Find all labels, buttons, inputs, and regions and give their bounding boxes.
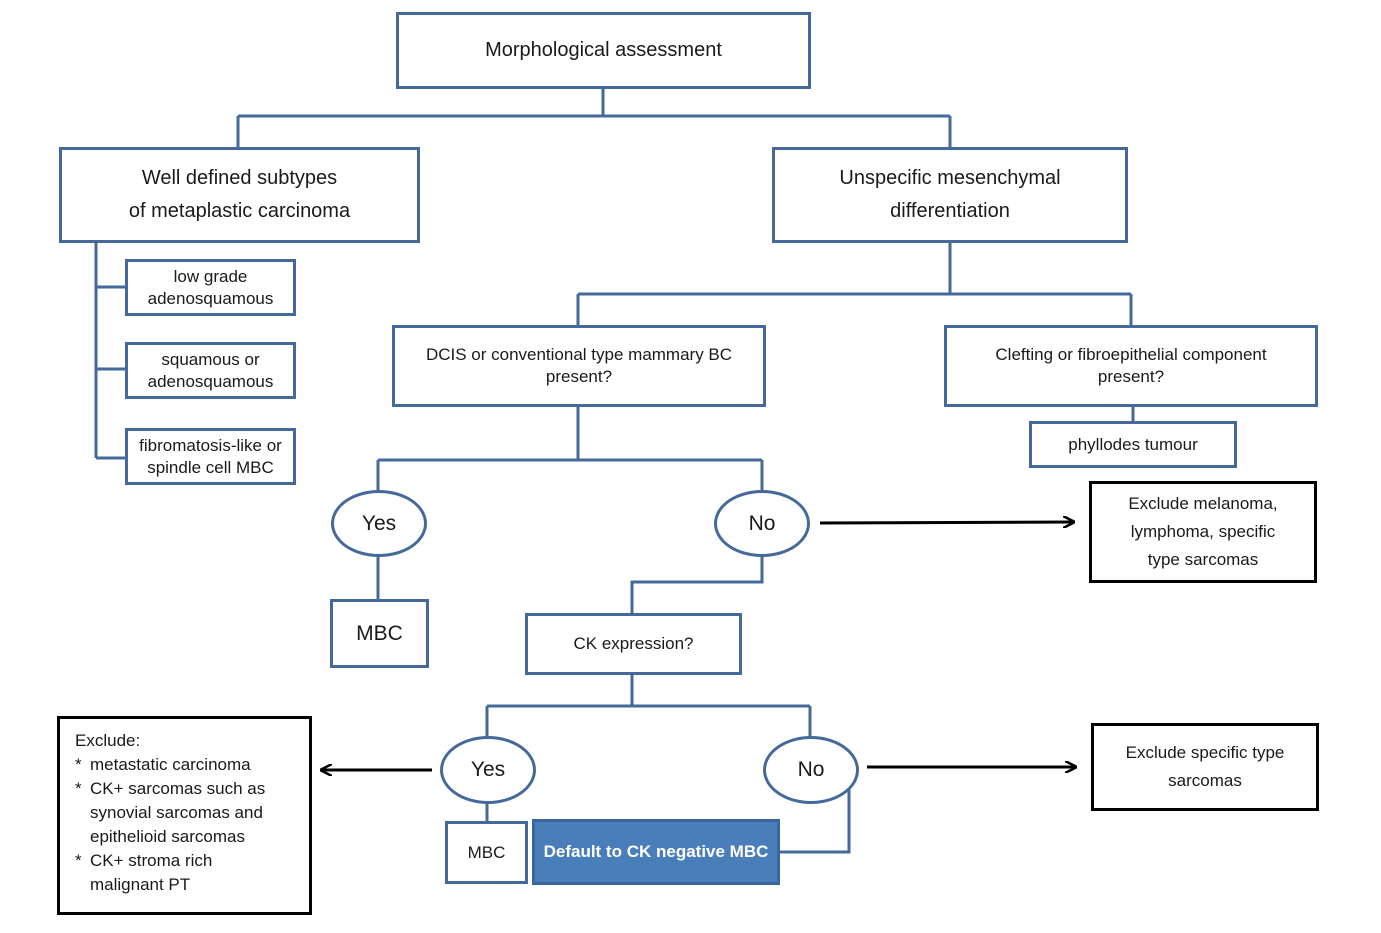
unspecific-mesenchymal-box: Unspecific mesenchymal differentiation	[772, 147, 1128, 243]
exclude-item-2-line-2: synovial sarcomas and	[90, 803, 263, 822]
exclude-list-title: Exclude:	[75, 731, 141, 750]
phyllodes-tumour-box: phyllodes tumour	[1029, 421, 1237, 468]
connector-unspecific	[576, 242, 1133, 326]
subtype-squamous-line-1: squamous or	[161, 349, 260, 369]
exclude-melanoma-box: Exclude melanoma, lymphoma, specific typ…	[1089, 481, 1317, 583]
exclude-item-2-line-1: CK+ sarcomas such as	[90, 779, 266, 798]
subtype-low-grade-box: low grade adenosquamous	[125, 259, 296, 316]
no-label-1: No	[748, 511, 776, 535]
exclude-item-1-line-1: metastatic carcinoma	[90, 755, 251, 774]
exclude-melanoma-line-1: Exclude melanoma,	[1128, 494, 1278, 513]
phyllodes-tumour-label: phyllodes tumour	[1068, 434, 1198, 454]
subtype-low-grade-line-2: adenosquamous	[147, 288, 274, 308]
yes-label-2: Yes	[470, 758, 506, 781]
default-ck-negative-label: Default to CK negative MBC	[543, 842, 769, 861]
connector-no2-default	[778, 788, 851, 854]
mbc-box-1: MBC	[330, 599, 429, 668]
dcis-question-line-1: DCIS or conventional type mammary BC	[425, 345, 733, 364]
morphological-assessment-label: Morphological assessment	[485, 39, 722, 61]
connector-dcis	[376, 406, 764, 491]
ck-expression-label: CK expression?	[573, 634, 694, 653]
exclude-item-2: * CK+ sarcomas such as synovial sarcomas…	[75, 777, 309, 849]
clefting-question-line-2: present?	[1097, 367, 1165, 386]
mbc-label-2: MBC	[467, 842, 506, 862]
yes-oval-2: Yes	[440, 736, 536, 804]
unspecific-line-1: Unspecific mesenchymal	[839, 167, 1061, 189]
default-ck-negative-box: Default to CK negative MBC	[532, 819, 780, 885]
subtype-low-grade-line-1: low grade	[173, 266, 248, 286]
exclude-specific-box: Exclude specific type sarcomas	[1091, 723, 1319, 811]
connector-ck	[485, 674, 812, 737]
exclude-item-3-line-2: malignant PT	[90, 875, 191, 894]
well-defined-line-1: Well defined subtypes	[141, 167, 338, 189]
connector-no-ck	[630, 556, 764, 614]
exclude-melanoma-line-2: lymphoma, specific	[1130, 522, 1276, 541]
no-oval-2: No	[763, 736, 859, 804]
clefting-question-line-1: Clefting or fibroepithelial component	[995, 345, 1267, 364]
exclude-melanoma-line-3: type sarcomas	[1147, 550, 1259, 569]
subtype-squamous-line-2: adenosquamous	[147, 371, 274, 391]
no-oval-1: No	[714, 490, 810, 557]
yes-oval-1: Yes	[331, 490, 427, 557]
exclude-item-2-line-3: epithelioid sarcomas	[90, 827, 245, 846]
exclude-item-3-line-1: CK+ stroma rich	[90, 851, 213, 870]
unspecific-line-2: differentiation	[890, 200, 1010, 222]
exclude-specific-line-2: sarcomas	[1168, 771, 1242, 790]
subtype-fibromatosis-line-2: spindle cell MBC	[147, 457, 274, 477]
connector-subtypes	[94, 242, 126, 460]
ck-expression-box: CK expression?	[525, 613, 742, 675]
subtype-fibromatosis-line-1: fibromatosis-like or	[139, 435, 282, 455]
morphological-assessment-box: Morphological assessment	[396, 12, 811, 89]
dcis-question-line-2: present?	[545, 367, 613, 386]
yes-label-1: Yes	[361, 511, 397, 535]
mbc-box-2: MBC	[445, 821, 528, 884]
exclude-specific-line-1: Exclude specific type	[1125, 743, 1285, 762]
exclude-list-box: Exclude: * metastatic carcinoma * CK+ sa…	[57, 716, 312, 915]
mbc-label-1: MBC	[356, 621, 403, 645]
well-defined-line-2: of metaplastic carcinoma	[128, 200, 351, 222]
clefting-question-box: Clefting or fibroepithelial component pr…	[944, 325, 1318, 407]
dcis-question-box: DCIS or conventional type mammary BC pre…	[392, 325, 766, 407]
connector-root	[236, 88, 952, 148]
subtype-squamous-box: squamous or adenosquamous	[125, 342, 296, 399]
no-label-2: No	[797, 758, 825, 781]
exclude-item-3: * CK+ stroma rich malignant PT	[75, 849, 309, 897]
arrow-to-exclude-melanoma	[819, 522, 1073, 523]
well-defined-subtypes-box: Well defined subtypes of metaplastic car…	[59, 147, 420, 243]
exclude-item-1: * metastatic carcinoma	[75, 753, 309, 777]
subtype-fibromatosis-box: fibromatosis-like or spindle cell MBC	[125, 428, 296, 485]
